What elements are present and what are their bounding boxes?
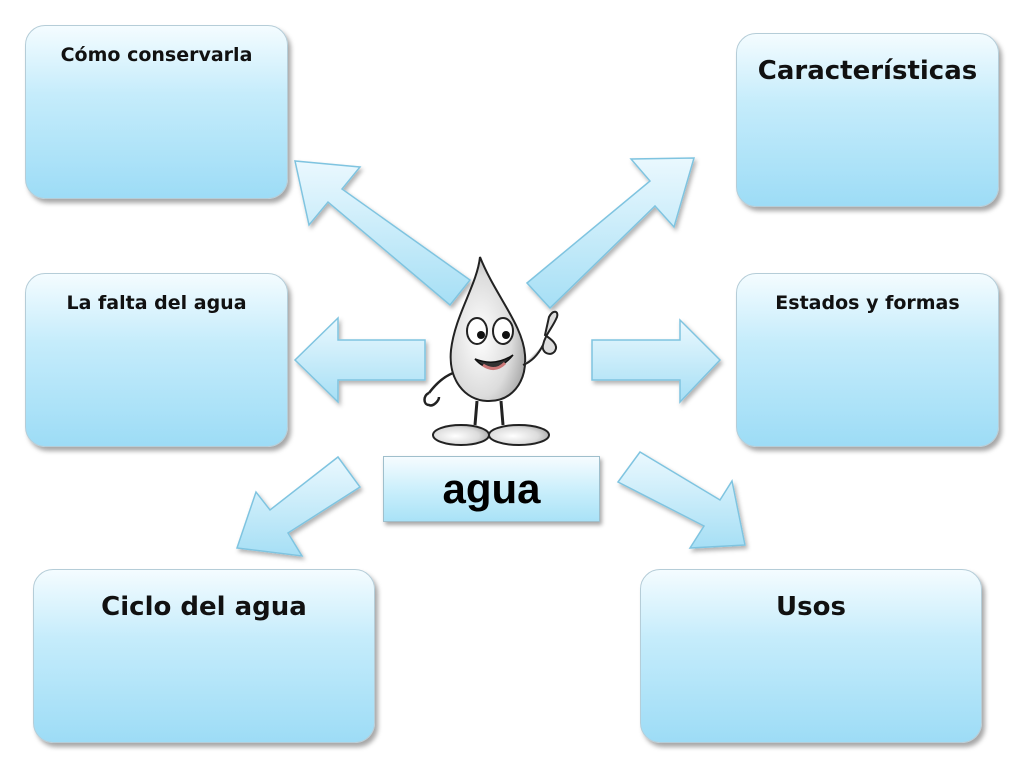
water-drop-mascot-icon — [423, 256, 559, 446]
arrow-to-como-conservarla — [294, 160, 472, 307]
arrow-to-estados-y-formas — [591, 318, 722, 404]
card-la-falta-del-agua-label: La falta del agua — [66, 292, 247, 314]
arrow-to-caracteristicas — [525, 157, 696, 310]
center-topic-label: agua — [442, 465, 541, 512]
arrow-to-usos — [616, 451, 746, 549]
card-la-falta-del-agua: La falta del agua — [25, 273, 288, 447]
arrow-to-la-falta-del-agua — [293, 316, 426, 404]
card-caracteristicas-label: Características — [757, 56, 978, 86]
center-topic-box: agua — [383, 456, 600, 522]
card-usos-label: Usos — [776, 592, 846, 622]
card-como-conservarla-label: Cómo conservarla — [60, 44, 253, 66]
card-estados-y-formas-label: Estados y formas — [775, 292, 960, 314]
card-estados-y-formas: Estados y formas — [736, 273, 999, 447]
card-usos: Usos — [640, 569, 982, 743]
card-ciclo-del-agua: Ciclo del agua — [33, 569, 375, 743]
card-como-conservarla: Cómo conservarla — [25, 25, 288, 199]
card-caracteristicas: Características — [736, 33, 999, 207]
card-ciclo-del-agua-label: Ciclo del agua — [101, 592, 307, 622]
arrow-to-ciclo-del-agua — [235, 455, 362, 557]
